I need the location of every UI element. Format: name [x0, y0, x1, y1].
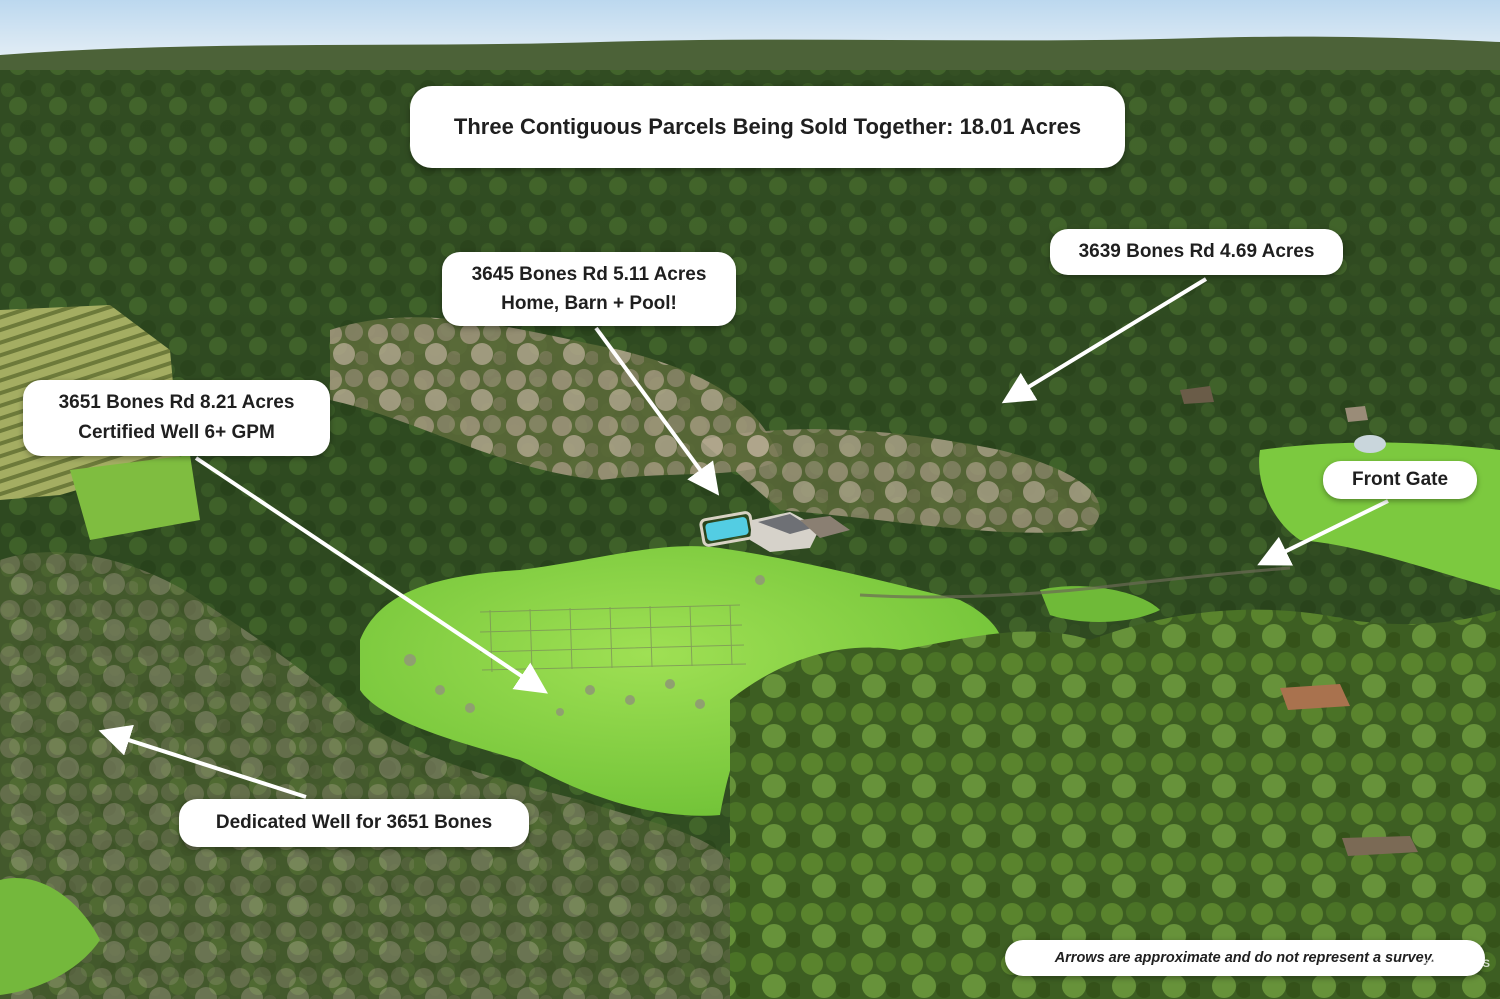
callout-3651-bones: 3651 Bones Rd 8.21 Acres Certified Well …	[23, 380, 330, 456]
title-text: Three Contiguous Parcels Being Sold Toge…	[453, 114, 1082, 139]
callout-3651-line2: Certified Well 6+ GPM	[78, 422, 275, 443]
callout-3645-line2: Home, Barn + Pool!	[501, 293, 677, 314]
disclaimer-text: Arrows are approximate and do not repres…	[1054, 950, 1436, 966]
callout-3639-bones: 3639 Bones Rd 4.69 Acres	[1050, 229, 1343, 275]
callout-dedicated-well: Dedicated Well for 3651 Bones	[179, 799, 529, 847]
callout-front-gate-text: Front Gate	[1351, 469, 1449, 490]
title-callout: Three Contiguous Parcels Being Sold Toge…	[410, 86, 1125, 168]
callout-dedicated-well-text: Dedicated Well for 3651 Bones	[215, 812, 493, 833]
disclaimer-note: Arrows are approximate and do not repres…	[1005, 940, 1485, 976]
mls-watermark: BAREIS MLS	[1422, 958, 1490, 970]
callout-front-gate: Front Gate	[1323, 461, 1477, 499]
callout-3651-line1: 3651 Bones Rd 8.21 Acres	[58, 392, 295, 413]
callout-3639-text: 3639 Bones Rd 4.69 Acres	[1078, 241, 1315, 262]
callout-3645-line1: 3645 Bones Rd 5.11 Acres	[471, 264, 707, 285]
callout-3645-bones: 3645 Bones Rd 5.11 Acres Home, Barn + Po…	[442, 252, 736, 326]
